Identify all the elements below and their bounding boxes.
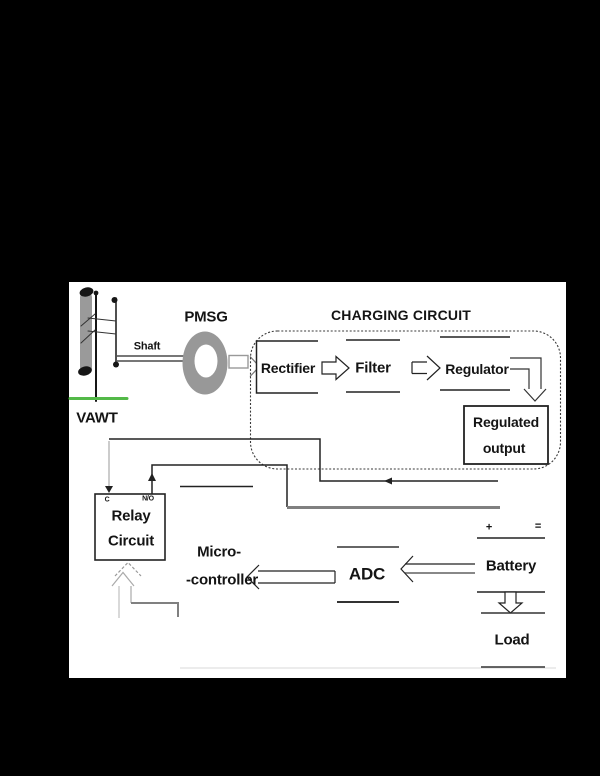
charging-circuit-title: CHARGING CIRCUIT — [330, 307, 472, 323]
microcontroller-label-line1: Micro- — [197, 543, 241, 561]
regulated-output-label-line1: Regulated — [473, 414, 539, 430]
relay-box — [94, 493, 166, 561]
microcontroller-label-line2: -controller — [186, 571, 258, 589]
regulator-label: Regulator — [445, 361, 509, 377]
relay-terminal-c-label: C — [104, 496, 110, 504]
regulator-box — [440, 336, 510, 391]
adc-microcontroller-arrow — [246, 564, 336, 590]
wire-to-relay-no — [148, 464, 500, 509]
microcontroller-relay-wire — [131, 602, 179, 617]
flow-arrow-filter-regulator — [411, 355, 441, 381]
relay-label-line1: Relay — [111, 507, 151, 525]
wire-direction-arrowhead — [384, 477, 392, 485]
relay-label-line2: Circuit — [107, 532, 155, 550]
regulator-output-elbow-arrow — [510, 357, 547, 402]
regulated-output-box — [463, 405, 549, 465]
relay-terminal-no-label: N/O — [142, 495, 154, 503]
rectifier-label: Rectifier — [260, 360, 316, 376]
adc-label: ADC — [348, 564, 386, 584]
load-box — [481, 612, 545, 668]
battery-adc-arrow — [400, 555, 475, 583]
load-label: Load — [494, 631, 530, 649]
rectifier-box — [255, 340, 318, 394]
charging-circuit-dashed-box — [249, 330, 562, 470]
battery-plus-terminal: + — [485, 521, 493, 534]
filter-label: Filter — [355, 359, 391, 377]
pmsg-label: PMSG — [184, 308, 228, 326]
generator-output-stub — [228, 354, 249, 369]
battery-minus-terminal: = — [534, 520, 542, 533]
vawt-label: VAWT — [76, 409, 118, 427]
shaft-label: Shaft — [133, 340, 161, 353]
regulated-output-label-line2: output — [482, 440, 526, 456]
arrowhead-up-no-wire — [148, 473, 156, 481]
adc-box — [337, 546, 399, 603]
wire-to-relay-c — [105, 438, 498, 493]
flow-arrow-rectifier-filter — [321, 355, 350, 381]
battery-load-arrow — [497, 591, 524, 614]
relay-trigger-arrows — [111, 561, 179, 618]
wind-turbine-icon — [68, 287, 129, 402]
arrowhead-into-terminal-c — [105, 486, 113, 493]
battery-label: Battery — [485, 557, 537, 575]
shaft-line — [117, 355, 184, 362]
filter-box — [346, 339, 400, 393]
